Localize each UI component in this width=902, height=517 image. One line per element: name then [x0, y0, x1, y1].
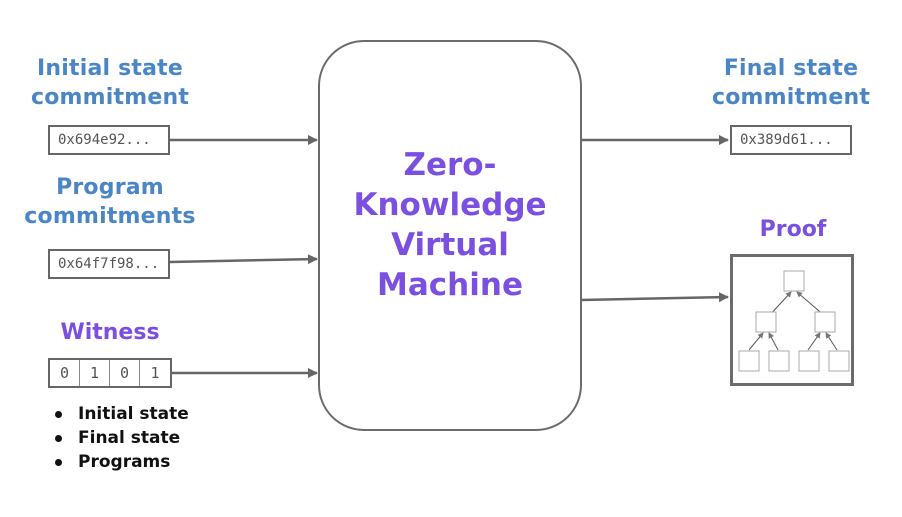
tree-node-right: [814, 311, 836, 333]
witness-item-final-state: Final state: [48, 426, 189, 450]
initial-state-title-line2: commitment: [30, 85, 190, 110]
final-state-hash-value: 0x389d61...: [740, 132, 833, 148]
zkvm-box: Zero- Knowledge Virtual Machine: [318, 40, 582, 431]
tree-leaf: [798, 350, 820, 372]
witness-bit: 1: [80, 360, 110, 386]
initial-state-hash-value: 0x694e92...: [58, 132, 151, 148]
final-state-title-line2: commitment: [711, 85, 871, 110]
program-title-line2: commitments: [24, 204, 196, 229]
zkvm-title-line1: Zero-: [403, 147, 497, 183]
witness-bits: 0 1 0 1: [48, 358, 172, 388]
arrow-proof: [580, 292, 729, 303]
arrow-program: [169, 254, 318, 265]
final-state-title: Final state commitment: [691, 54, 891, 112]
tree-leaf: [738, 350, 760, 372]
zkvm-title-line3: Virtual: [391, 227, 509, 263]
zkvm-title-line2: Knowledge: [353, 187, 547, 223]
program-hash: 0x64f7f98...: [48, 249, 170, 279]
witness-item-programs: Programs: [48, 450, 189, 474]
merkle-tree-icon: [738, 270, 850, 372]
witness-contents-list: Initial state Final state Programs: [48, 402, 189, 474]
program-title: Program commitments: [10, 173, 210, 231]
initial-state-hash: 0x694e92...: [48, 125, 170, 155]
witness-title: Witness: [60, 320, 160, 345]
final-state-hash: 0x389d61...: [730, 125, 852, 155]
witness-bit: 0: [50, 360, 80, 386]
program-hash-value: 0x64f7f98...: [58, 256, 160, 272]
initial-state-title: Initial state commitment: [10, 54, 210, 112]
proof-box: [730, 254, 854, 386]
witness-bit: 1: [150, 364, 160, 382]
program-title-line1: Program: [56, 175, 164, 200]
tree-node-left: [755, 311, 777, 333]
witness-bit: 0: [110, 360, 140, 386]
zkvm-title-line4: Machine: [377, 267, 523, 303]
tree-leaf: [828, 350, 850, 372]
witness-item-initial-state: Initial state: [48, 402, 189, 426]
zkvm-title: Zero- Knowledge Virtual Machine: [320, 145, 580, 305]
proof-title: Proof: [759, 217, 827, 242]
initial-state-title-line1: Initial state: [37, 56, 183, 81]
tree-node-root: [783, 270, 805, 292]
tree-leaf: [768, 350, 790, 372]
final-state-title-line1: Final state: [723, 56, 859, 81]
